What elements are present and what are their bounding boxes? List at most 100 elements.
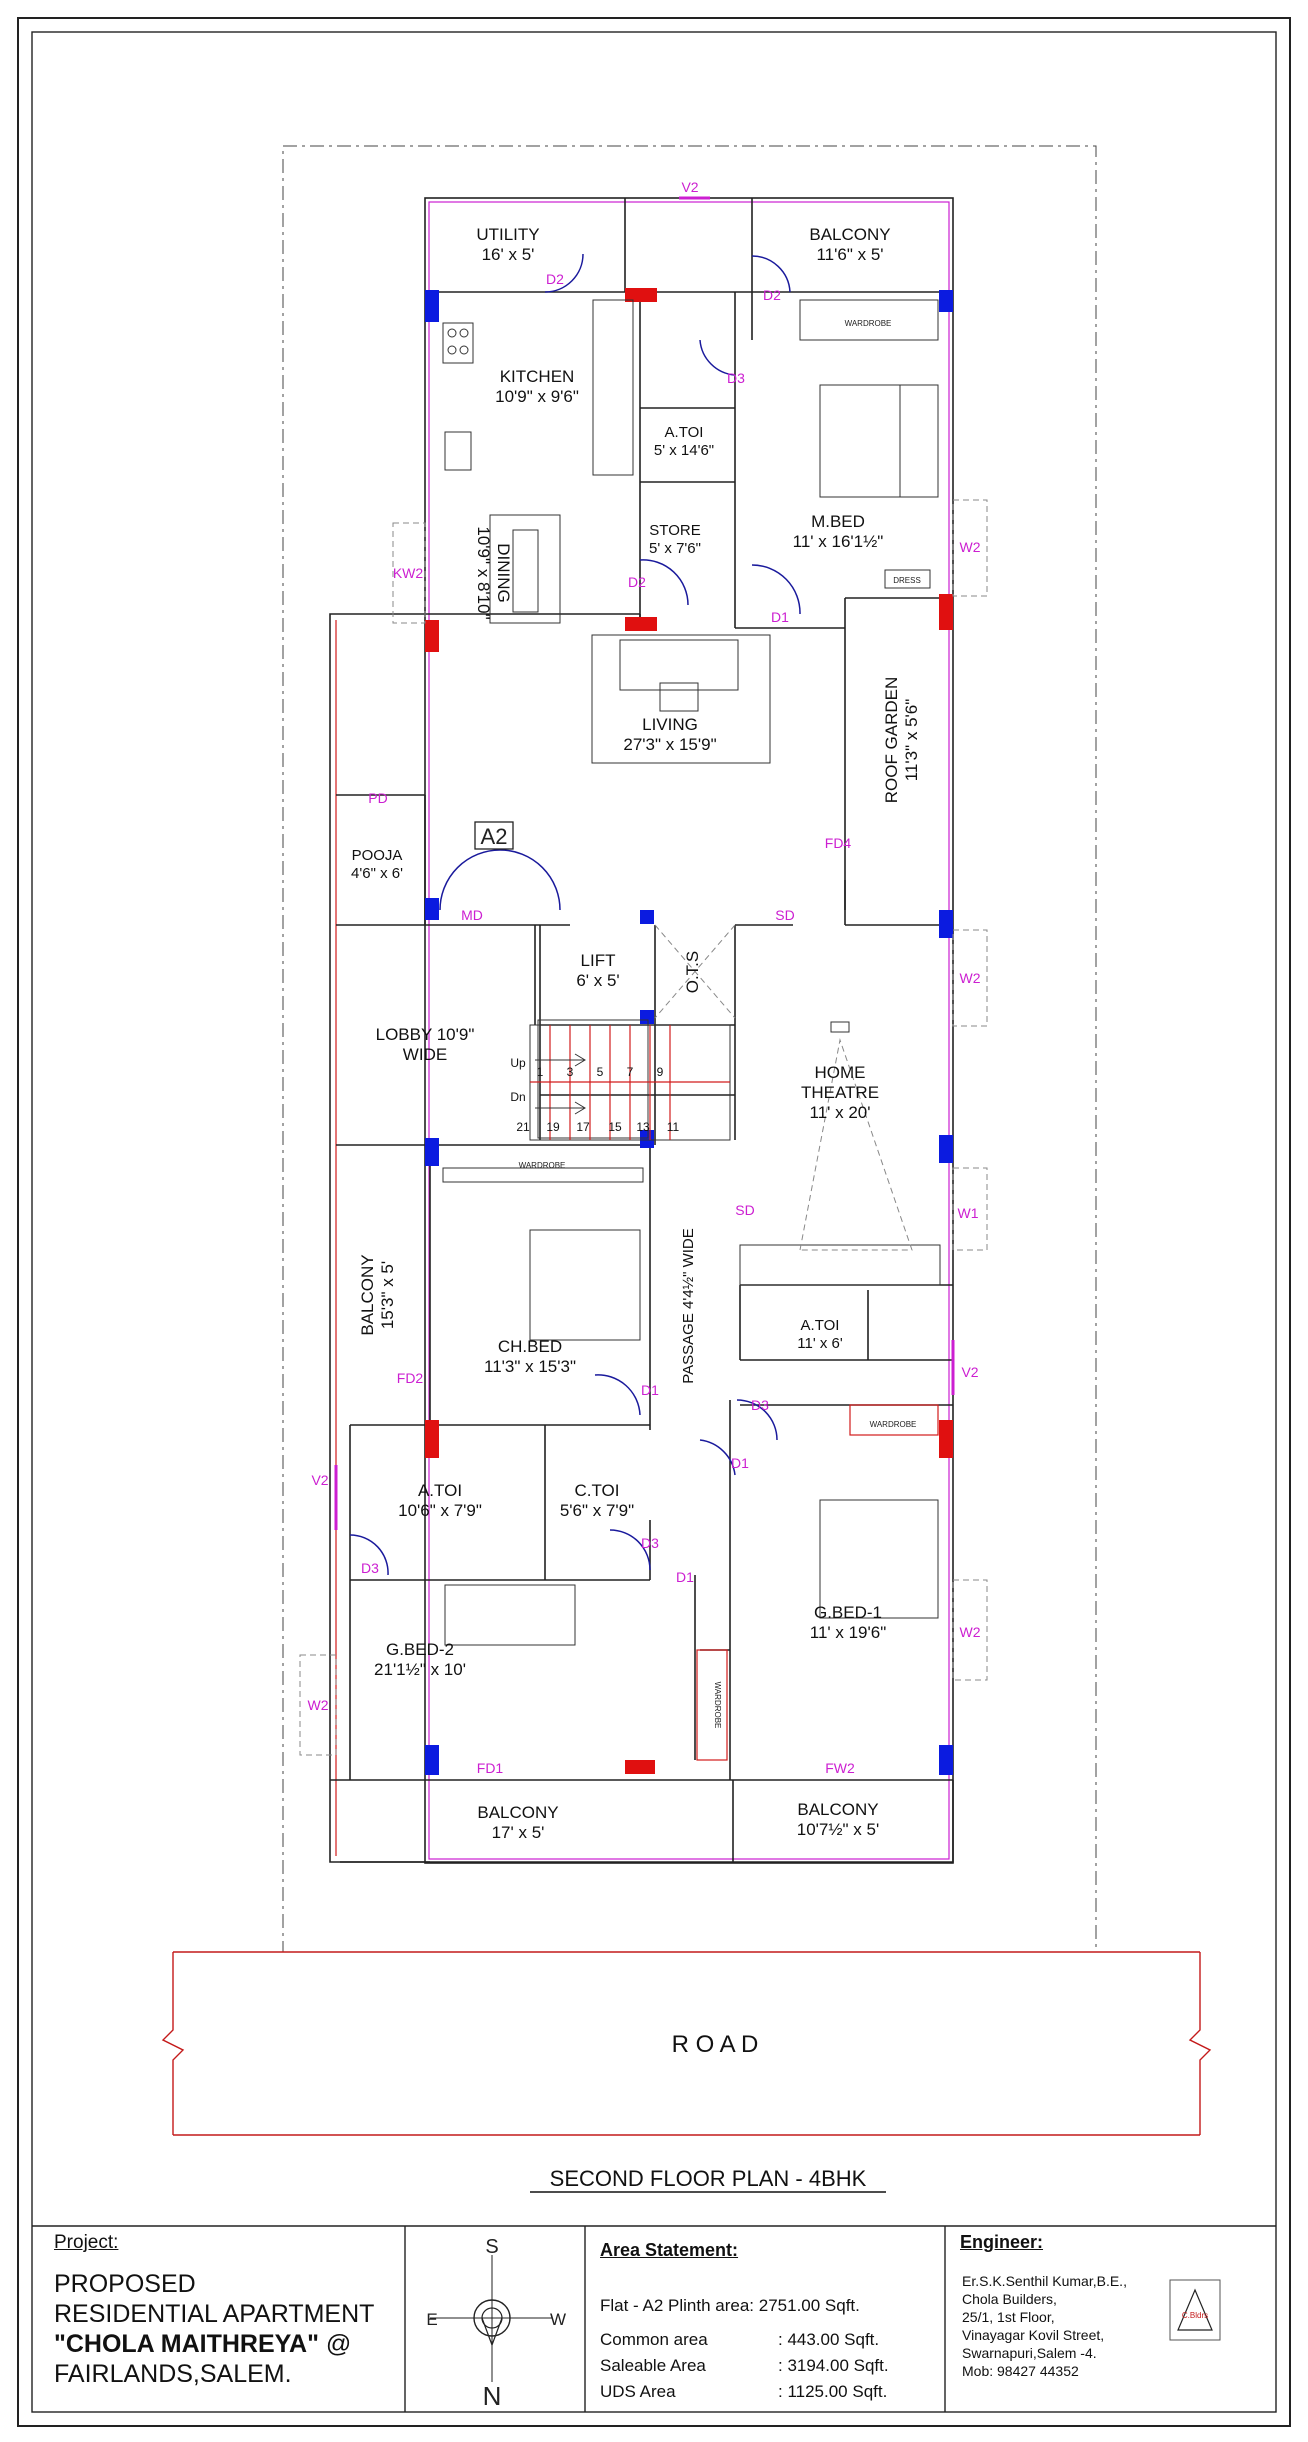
opening-tag: FW2 <box>825 1760 855 1776</box>
room-size: 11' x 6' <box>797 1335 843 1352</box>
misc-labels: WARDROBEWARDROBEWARDROBEWARDROBEDRESSUpD… <box>510 319 920 1728</box>
flat-tag-box <box>474 821 514 850</box>
stair-step-number: 17 <box>576 1120 590 1134</box>
opening-tag: FD4 <box>825 835 852 851</box>
staircase <box>529 924 736 1141</box>
title-block-frame <box>32 2225 1276 2412</box>
stair-up-label: Up <box>510 1056 526 1070</box>
opening-tag: D1 <box>771 609 789 625</box>
opening-tag: W1 <box>958 1205 979 1221</box>
wardrobe-label: WARDROBE <box>519 1161 566 1170</box>
engineer-line: Swarnapuri,Salem -4. <box>962 2345 1097 2361</box>
stair-step-number: 15 <box>608 1120 622 1134</box>
room-size: 5'6" x 7'9" <box>560 1501 634 1520</box>
opening-tag: KW2 <box>393 565 424 581</box>
room-name: POOJA <box>352 847 403 864</box>
room-size: 11' x 16'1½" <box>793 532 884 551</box>
project-name-line: "CHOLA MAITHREYA" @ <box>54 2330 351 2359</box>
outer-walls <box>329 197 954 1864</box>
window-projections <box>299 196 988 1756</box>
stair-step-number: 7 <box>627 1065 634 1079</box>
stair-down-label: Dn <box>510 1090 525 1104</box>
room-name: G.BED-1 <box>814 1603 882 1622</box>
area-value: : 443.00 Sqft. <box>778 2330 880 2349</box>
stair-step-number: 19 <box>546 1120 560 1134</box>
room-size: 11'3" x 5'6" <box>902 699 921 782</box>
compass-w: W <box>550 2310 566 2329</box>
flat-tag: A2 <box>481 824 508 849</box>
plinth-area: Flat - A2 Plinth area: 2751.00 Sqft. <box>600 2296 860 2315</box>
room-size: 16' x 5' <box>482 245 535 264</box>
engineer-line: Mob: 98427 44352 <box>962 2363 1079 2379</box>
stair-step-number: 9 <box>657 1065 664 1079</box>
room-size: 10'9" x 8'10" <box>474 526 493 619</box>
area-label: UDS Area <box>600 2382 676 2401</box>
builder-logo: C.Bldrs <box>1182 2311 1208 2320</box>
area-row-saleable: Saleable Area : 3194.00 Sqft. <box>600 2356 930 2376</box>
room-name: LOBBY 10'9" <box>376 1025 475 1044</box>
opening-tag: D1 <box>731 1455 749 1471</box>
opening-tag: FD1 <box>477 1760 504 1776</box>
wardrobe-label: WARDROBE <box>713 1682 722 1729</box>
engineer-details: Er.S.K.Senthil Kumar,B.E., Chola Builder… <box>962 2272 1172 2380</box>
room-name: M.BED <box>811 512 865 531</box>
opening-tag: D2 <box>546 271 564 287</box>
room-name: BALCONY <box>477 1803 558 1822</box>
room-name: DINING <box>494 543 513 603</box>
compass-e: E <box>426 2310 437 2329</box>
area-row-uds: UDS Area : 1125.00 Sqft. <box>600 2382 930 2402</box>
opening-tag: V2 <box>311 1472 328 1488</box>
room-size: 11' x 20' <box>810 1103 871 1122</box>
opening-tag: MD <box>461 907 483 923</box>
room-size: 4'6" x 6' <box>351 865 403 882</box>
wardrobe-label: WARDROBE <box>870 1420 917 1429</box>
engineer-line: Chola Builders, <box>962 2291 1057 2307</box>
stair-step-number: 21 <box>516 1120 530 1134</box>
room-name: O.T.S <box>683 951 702 994</box>
road <box>161 1951 1212 2136</box>
room-name: LIVING <box>642 715 698 734</box>
door-swings <box>349 253 801 1576</box>
area-label: Common area <box>600 2330 708 2349</box>
project-location: FAIRLANDS,SALEM. <box>54 2360 292 2388</box>
opening-tag: PD <box>368 790 387 806</box>
room-size: 11'3" x 15'3" <box>484 1357 576 1376</box>
opening-tag: FD2 <box>397 1370 424 1386</box>
project-line-1: PROPOSED <box>54 2270 196 2298</box>
opening-tag: W2 <box>308 1697 329 1713</box>
engineer-line: Er.S.K.Senthil Kumar,B.E., <box>962 2273 1127 2289</box>
room-size: 5' x 14'6" <box>654 442 714 459</box>
area-row-common: Common area : 443.00 Sqft. <box>600 2330 930 2350</box>
dress-label: DRESS <box>893 576 921 585</box>
room-name: UTILITY <box>476 225 539 244</box>
room-size: 10'6" x 7'9" <box>398 1501 482 1520</box>
room-size: 11'6" x 5' <box>816 245 883 264</box>
structural-columns <box>425 288 953 1775</box>
project-name: "CHOLA MAITHREYA" <box>54 2330 319 2358</box>
stair-step-number: 3 <box>567 1065 574 1079</box>
opening-tag: D3 <box>641 1535 659 1551</box>
road-label: R O A D <box>672 2031 759 2058</box>
opening-tag: D2 <box>763 287 781 303</box>
area-heading: Area Statement: <box>600 2240 739 2260</box>
room-name: C.TOI <box>574 1481 619 1500</box>
engineer-line: 25/1, 1st Floor, <box>962 2309 1055 2325</box>
room-name: LIFT <box>581 951 616 970</box>
room-name: THEATRE <box>801 1083 879 1102</box>
room-name: HOME <box>815 1063 866 1082</box>
area-value: : 1125.00 Sqft. <box>778 2382 888 2401</box>
opening-tag: D3 <box>751 1397 769 1413</box>
sheet-inner-border <box>31 31 1277 2413</box>
room-name: CH.BED <box>498 1337 562 1356</box>
room-name: PASSAGE 4'4½" WIDE <box>680 1228 697 1383</box>
compass-s: S <box>485 2236 498 2258</box>
area-value: : 3194.00 Sqft. <box>778 2356 889 2375</box>
opening-tag: D2 <box>628 574 646 590</box>
opening-tag: SD <box>735 1202 754 1218</box>
room-size: 10'9" x 9'6" <box>495 387 579 406</box>
room-size: WIDE <box>403 1045 447 1064</box>
stair-step-number: 5 <box>597 1065 604 1079</box>
